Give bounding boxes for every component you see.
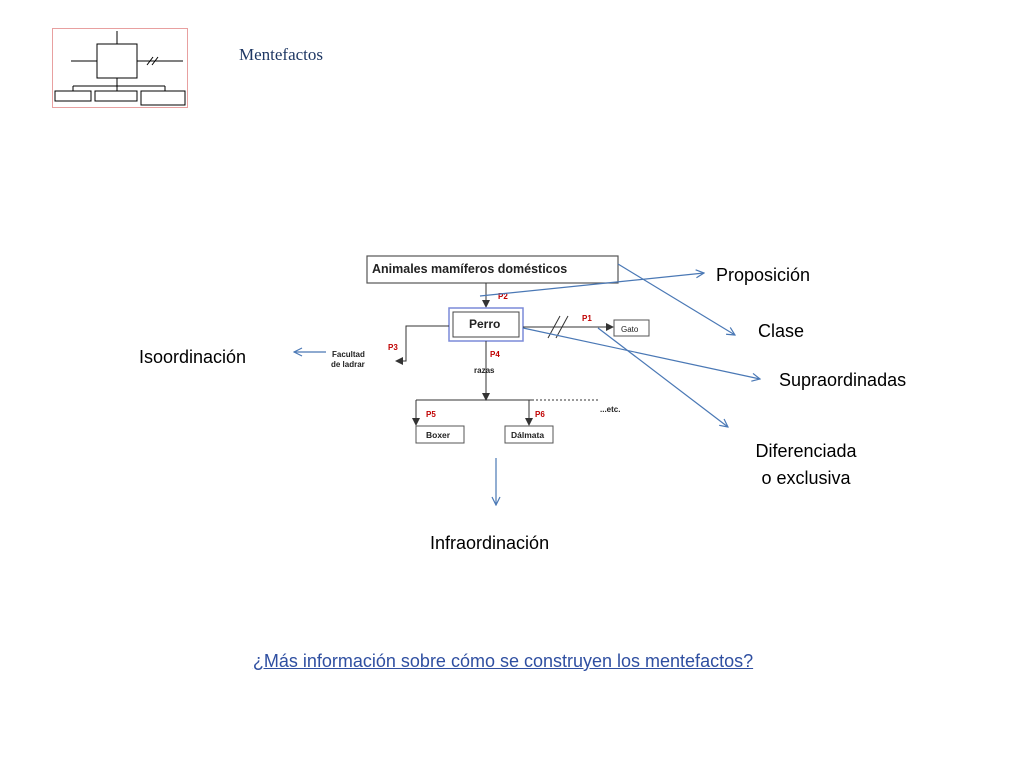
infra-item-dalmata-text: Dálmata	[511, 430, 544, 440]
central-concept-box: Perro	[448, 307, 524, 342]
connector-isoordination	[395, 325, 449, 365]
more-info-link[interactable]: ¿Más información sobre cómo se construye…	[252, 651, 754, 671]
mentefacto-logo	[52, 28, 188, 108]
infra-item-dalmata: Dálmata	[504, 425, 554, 444]
arrow-supraordinadas	[522, 327, 760, 379]
exclusion-concept-text: Gato	[621, 325, 639, 334]
label-supraordinadas: Supraordinadas	[779, 370, 907, 390]
isoordination-concept-line2: de ladrar	[331, 360, 365, 369]
mentefacto-logo-icon	[54, 31, 186, 106]
top-concept-text: Animales mamíferos domésticos	[372, 262, 567, 276]
label-proposicion: Proposición	[716, 265, 811, 285]
infra-etc: ...etc.	[600, 405, 620, 414]
top-concept-box: Animales mamíferos domésticos	[366, 255, 619, 284]
arrow-clase	[617, 263, 735, 335]
label-infraordinacion: Infraordinación	[430, 533, 550, 553]
central-concept-text: Perro	[469, 317, 500, 331]
isoordination-concept-line1: Facultad	[332, 350, 365, 359]
slide-title: Mentefactos	[239, 45, 324, 64]
proposition-p3: P3	[388, 343, 398, 352]
proposition-p4: P4	[490, 350, 500, 359]
proposition-p2: P2	[498, 292, 508, 301]
proposition-p1: P1	[582, 314, 592, 323]
proposition-p6: P6	[535, 410, 545, 419]
label-clase: Clase	[758, 321, 805, 341]
label-isoordinacion: Isoordinación	[139, 347, 247, 367]
label-diferenciada-line1: Diferenciada	[755, 441, 857, 461]
arrow-diferenciada	[597, 327, 728, 427]
infra-item-boxer-text: Boxer	[426, 430, 451, 440]
label-diferenciada-line2: o exclusiva	[761, 468, 851, 488]
proposition-p5: P5	[426, 410, 436, 419]
infra-label: razas	[474, 366, 495, 375]
arrow-proposicion	[479, 273, 704, 297]
infra-item-boxer: Boxer	[415, 425, 465, 444]
exclusion-mark-2	[555, 315, 569, 339]
exclusion-concept-box: Gato	[613, 319, 650, 337]
